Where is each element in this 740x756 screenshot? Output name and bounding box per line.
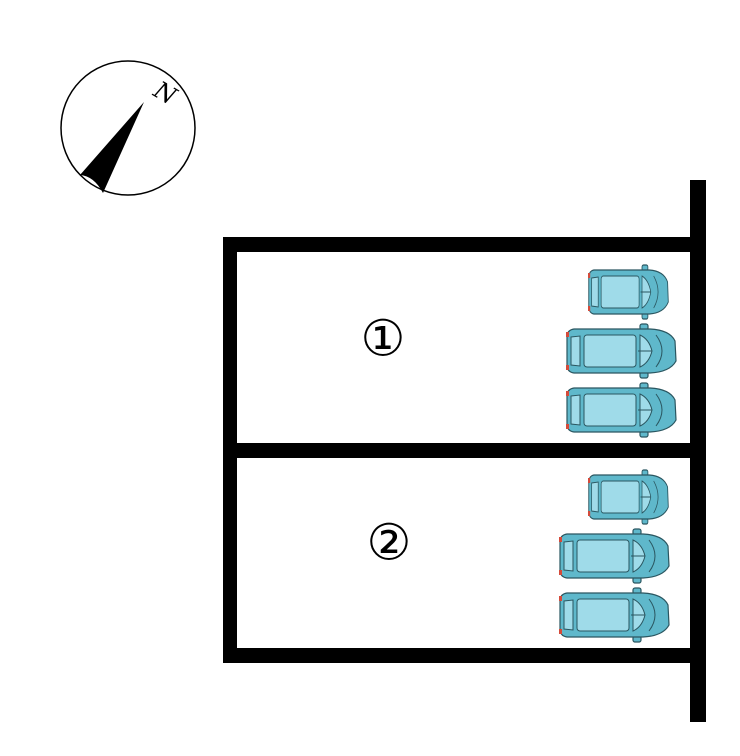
car-icon — [587, 264, 669, 320]
car-icon — [565, 382, 677, 438]
wall-top — [223, 237, 693, 252]
lot-2-label: ② — [367, 514, 412, 572]
car-icon — [587, 469, 669, 525]
wall-divider — [223, 443, 693, 458]
wall-bottom — [223, 648, 693, 663]
car-icon — [565, 323, 677, 379]
parking-lot-1: ① — [361, 264, 677, 438]
compass: N — [60, 60, 196, 196]
wall-left — [223, 237, 237, 663]
car-icon — [558, 528, 670, 584]
lot-1-label: ① — [361, 310, 406, 368]
north-arrow-icon — [80, 102, 144, 193]
lot-walls — [223, 180, 706, 722]
wall-right — [690, 180, 706, 722]
parking-lot-2: ② — [367, 469, 670, 643]
car-icon — [558, 587, 670, 643]
